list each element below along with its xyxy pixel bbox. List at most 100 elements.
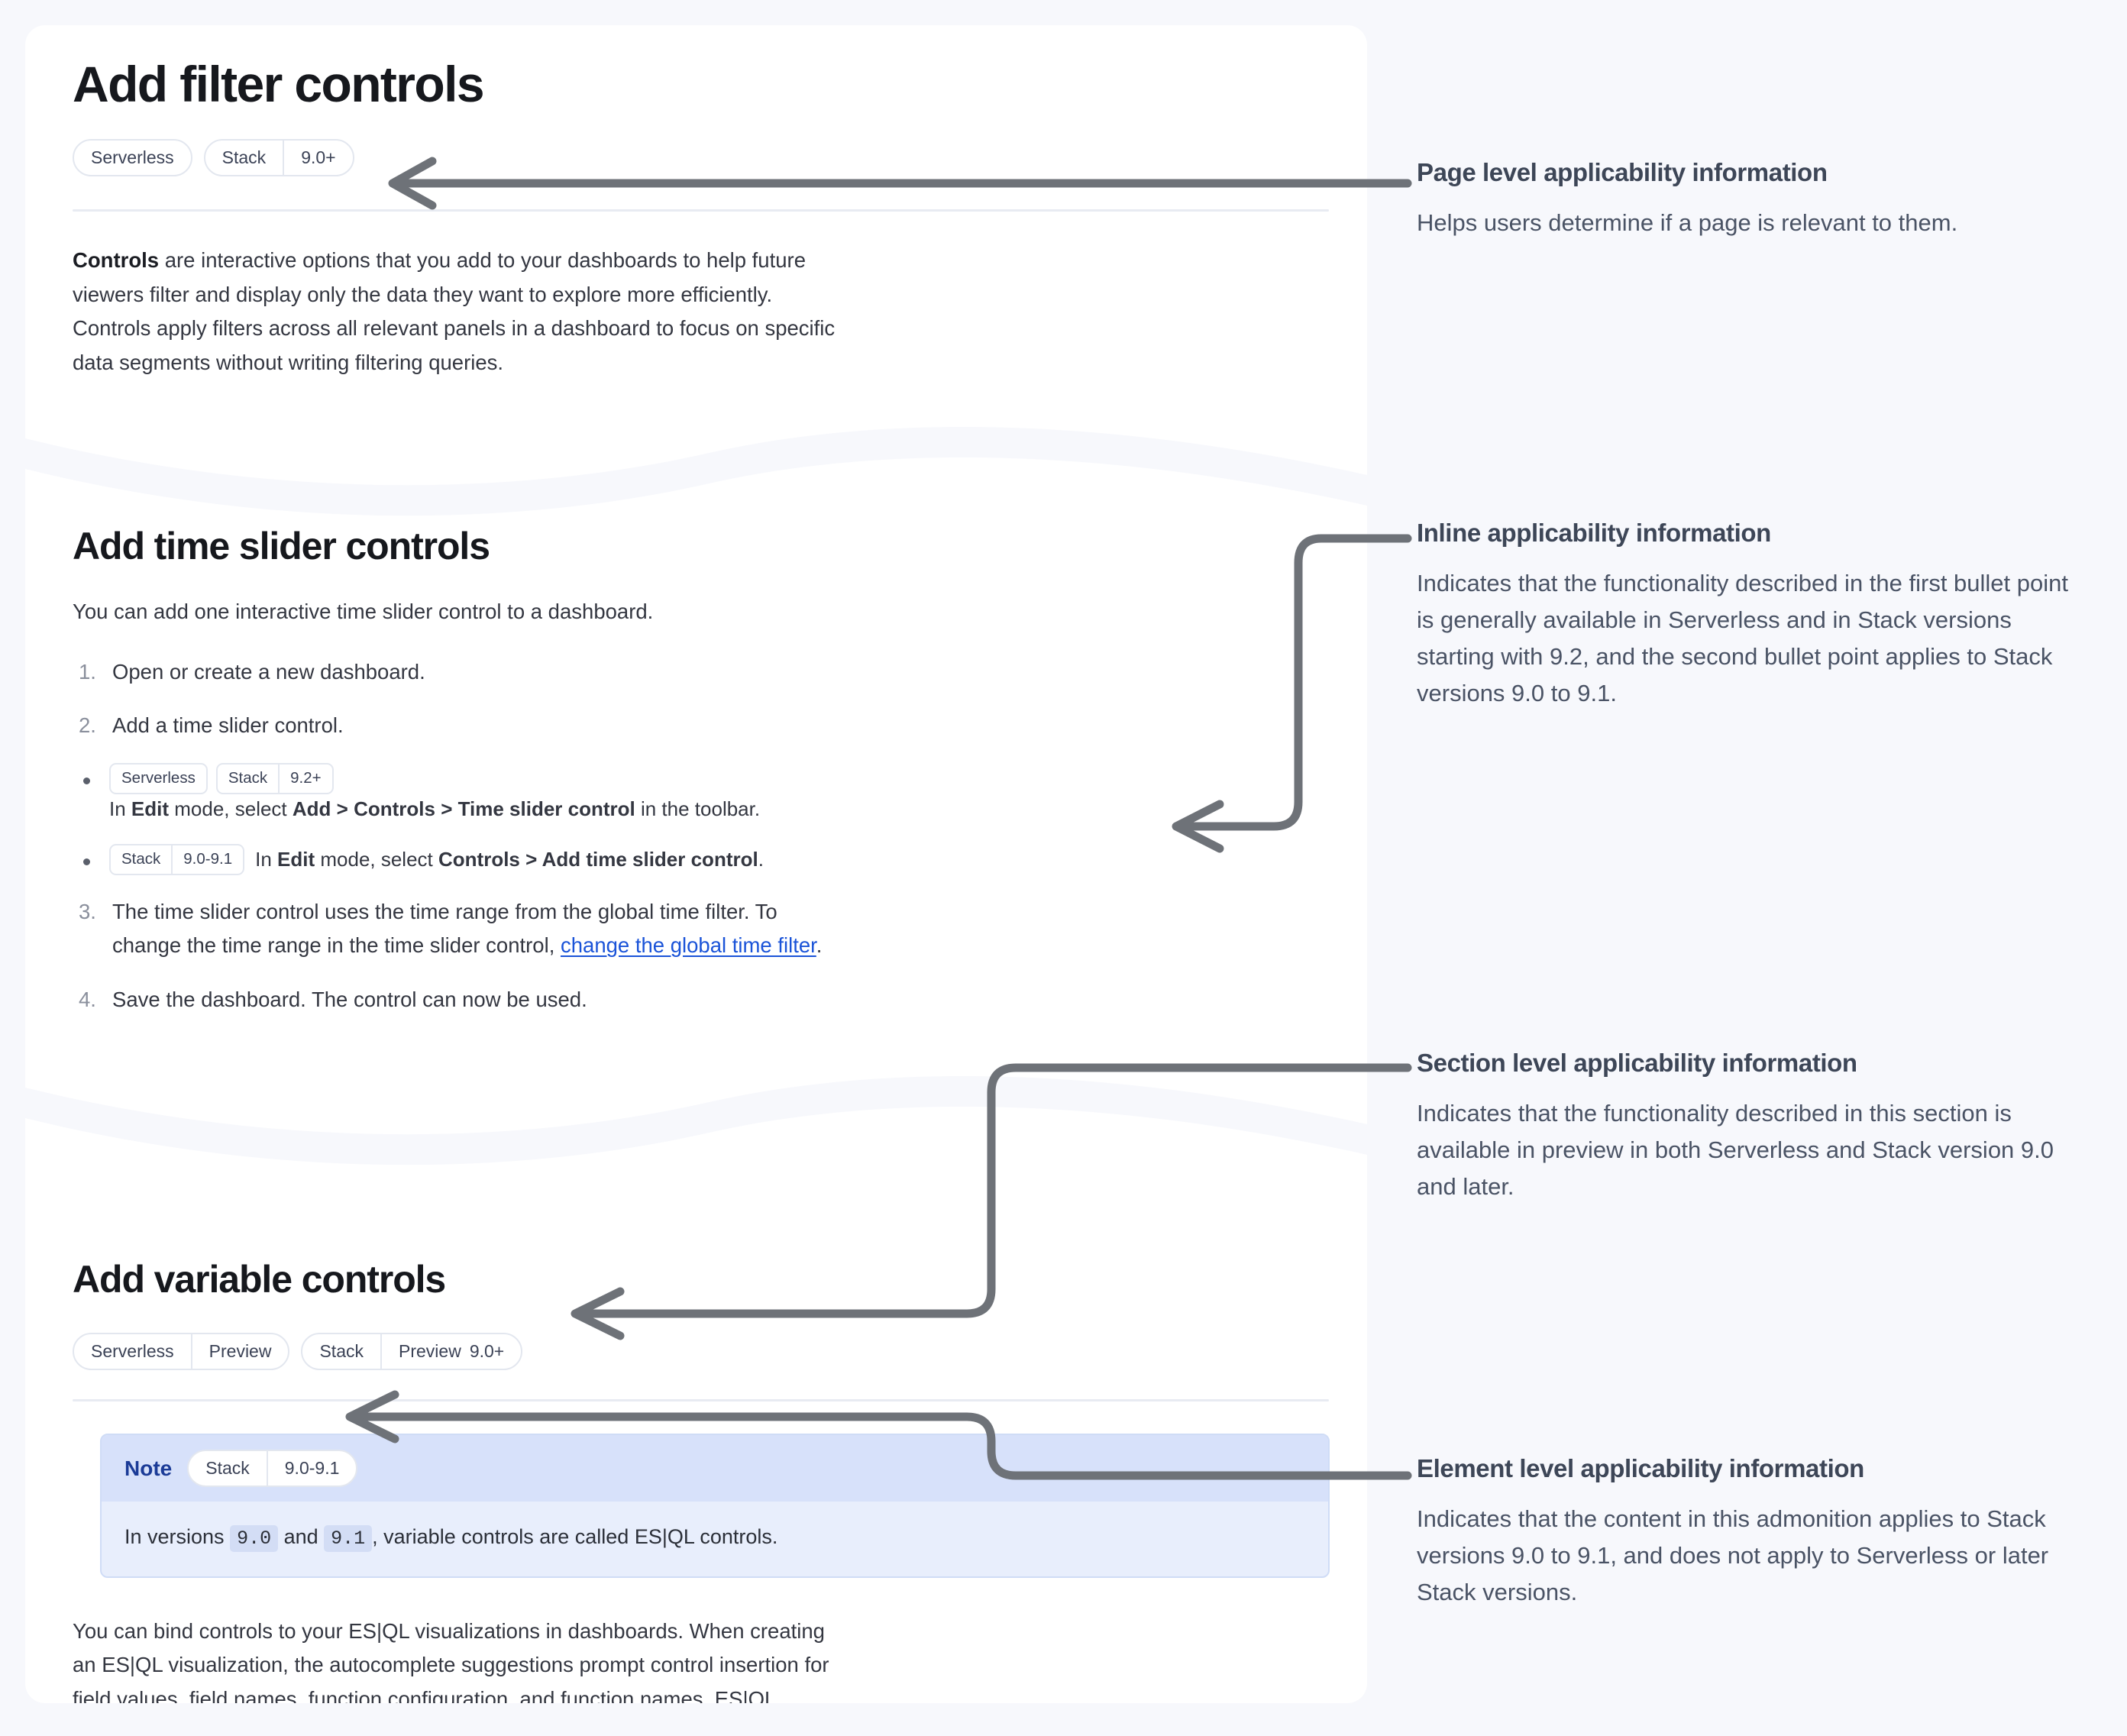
step-text: The time slider control uses the time ra… bbox=[112, 899, 777, 958]
step-text: Save the dashboard. The control can now … bbox=[112, 987, 587, 1011]
badge-segment-label: Stack bbox=[121, 849, 161, 868]
badge-segment-label: Stack bbox=[319, 1341, 364, 1361]
note-applicability-badge: Stack 9.0-9.1 bbox=[187, 1450, 358, 1487]
bullet-text: In Edit mode, select Add > Controls > Ti… bbox=[109, 794, 760, 824]
bullet-text-emphasis: Edit bbox=[131, 797, 170, 820]
badge-segment-label: 9.0-9.1 bbox=[284, 1458, 340, 1478]
header-divider bbox=[73, 209, 1329, 212]
badge-segment: Serverless bbox=[74, 141, 191, 175]
step-number: 4. bbox=[79, 987, 96, 1011]
note-header: Note Stack 9.0-9.1 bbox=[102, 1435, 1328, 1502]
bullet-text: In Edit mode, select Controls > Add time… bbox=[255, 845, 764, 874]
badge-segment-label: Preview bbox=[399, 1341, 461, 1361]
badge-segment-label: Serverless bbox=[91, 1341, 174, 1361]
badge-segment: 9.0-9.1 bbox=[266, 1451, 357, 1485]
bullet-text-plain: mode, select bbox=[169, 797, 293, 820]
inline-applicability-badges: Serverless Stack 9.2+ bbox=[109, 762, 334, 794]
badge-segment: 9.0+ bbox=[283, 141, 352, 176]
note-suffix: , variable controls are called ES|QL con… bbox=[372, 1525, 778, 1548]
annotation-title: Section level applicability information bbox=[1417, 1049, 1857, 1077]
time-slider-lead: You can add one interactive time slider … bbox=[73, 600, 654, 623]
step-number: 1. bbox=[79, 659, 96, 684]
bullet-text-emphasis: Time slider control bbox=[457, 797, 635, 820]
inline-applicability-badges: Stack 9.0-9.1 bbox=[109, 843, 245, 875]
badge-segment: Serverless bbox=[111, 765, 206, 793]
badge-segment: Stack bbox=[111, 845, 171, 874]
step-text-tail: . bbox=[816, 933, 823, 958]
badge-segment: Stack bbox=[205, 141, 283, 175]
annotation-title: Page level applicability information bbox=[1417, 158, 1828, 186]
list-item: Stack 9.0-9.1 In Edit mode, select Control… bbox=[73, 843, 836, 875]
section-wave-divider-1 bbox=[25, 426, 1367, 532]
bullet-text-emphasis: Edit bbox=[277, 847, 315, 871]
note-version-code-1: 9.0 bbox=[230, 1525, 279, 1552]
bullet-text-emphasis: > bbox=[331, 797, 354, 820]
step-item: 1.Open or create a new dashboard. bbox=[73, 655, 836, 690]
intro-rest: are interactive options that you add to … bbox=[73, 248, 836, 374]
annotation-title: Inline applicability information bbox=[1417, 519, 1771, 547]
global-time-filter-link[interactable]: change the global time filter bbox=[560, 933, 816, 958]
section-applicability-badge[interactable]: Serverless Preview bbox=[73, 1333, 290, 1370]
inline-applicability-badge[interactable]: Stack 9.0-9.1 bbox=[109, 843, 245, 875]
badge-segment: 9.2+ bbox=[278, 764, 331, 793]
badge-segment: 9.0-9.1 bbox=[171, 845, 243, 874]
annotation-title: Element level applicability information bbox=[1417, 1454, 1864, 1482]
inline-applicability-badge[interactable]: Serverless bbox=[109, 762, 208, 794]
page-applicability-badges: Serverless Stack 9.0+ bbox=[73, 139, 1367, 177]
note-body: In versions 9.0 and 9.1, variable contro… bbox=[102, 1502, 1328, 1576]
badge-segment-label: Serverless bbox=[121, 768, 196, 787]
bullet-text-plain: mode, select bbox=[315, 847, 438, 871]
page-applicability-badge[interactable]: Serverless bbox=[73, 139, 192, 177]
badge-segment-label: 9.0-9.1 bbox=[183, 849, 233, 868]
badge-segment: Stack bbox=[218, 765, 278, 793]
bullet-text-plain: . bbox=[758, 847, 764, 871]
bullet-text-emphasis: Controls bbox=[438, 847, 520, 871]
note-label: Note bbox=[124, 1456, 173, 1480]
bullet-text-plain: In bbox=[255, 847, 278, 871]
note-version-code-2: 9.1 bbox=[324, 1525, 373, 1552]
bullet-text-plain: In bbox=[109, 797, 131, 820]
time-slider-steps: 1.Open or create a new dashboard. 2.Add a… bbox=[73, 655, 836, 1017]
step-item: 2.Add a time slider control. bbox=[73, 709, 836, 743]
step-number: 3. bbox=[79, 899, 96, 923]
heading-variable-controls: Add variable controls bbox=[73, 1258, 446, 1301]
bullet-text-emphasis: > bbox=[519, 847, 542, 871]
badge-segment-label: Serverless bbox=[91, 147, 174, 168]
badge-segment-label: 9.0+ bbox=[301, 147, 336, 168]
page-applicability-badge[interactable]: Stack 9.0+ bbox=[203, 139, 354, 177]
badge-segment: Preview bbox=[190, 1334, 289, 1369]
heading-time-slider: Add time slider controls bbox=[73, 525, 490, 567]
bullet-text-emphasis: > bbox=[435, 797, 458, 820]
step-text: Add a time slider control. bbox=[112, 713, 344, 738]
badge-segment-label: Stack bbox=[221, 147, 267, 168]
annotation-page-level: Page level applicability information Hel… bbox=[1417, 157, 2074, 241]
inline-applicability-badge[interactable]: Stack 9.2+ bbox=[215, 762, 334, 794]
bullet-text-emphasis: Add bbox=[292, 797, 331, 820]
note-admonition: Note Stack 9.0-9.1 In versions 9.0 and 9.… bbox=[100, 1434, 1330, 1578]
list-item: Serverless Stack 9.2+ In Edit mode, select … bbox=[73, 762, 836, 824]
annotation-body: Indicates that the functionality describ… bbox=[1417, 1099, 2054, 1200]
note-stack-badge[interactable]: Stack 9.0-9.1 bbox=[187, 1450, 358, 1487]
badge-segment-label: Stack bbox=[205, 1458, 250, 1478]
bullet-dot-icon bbox=[83, 777, 90, 784]
badge-segment-label: 9.2+ bbox=[290, 768, 322, 787]
annotation-inline-level: Inline applicability information Indicat… bbox=[1417, 518, 2074, 712]
page-title: Add filter controls bbox=[73, 56, 485, 112]
annotation-body: Helps users determine if a page is relev… bbox=[1417, 209, 1958, 236]
section-divider bbox=[73, 1399, 1329, 1401]
bullet-text-emphasis: Controls bbox=[354, 797, 435, 820]
intro-paragraph: Controls are interactive options that yo… bbox=[73, 244, 836, 380]
bullet-text-plain: in the toolbar. bbox=[635, 797, 761, 820]
step-item: 3. The time slider control uses the time … bbox=[73, 895, 836, 963]
badge-segment-label: Preview bbox=[208, 1341, 272, 1361]
intro-lead: Controls bbox=[73, 248, 160, 273]
note-mid: and bbox=[278, 1525, 325, 1548]
annotation-body: Indicates that the functionality describ… bbox=[1417, 569, 2068, 706]
badge-segment: Stack bbox=[189, 1451, 267, 1485]
bullet-text-emphasis: Add time slider control bbox=[541, 847, 758, 871]
